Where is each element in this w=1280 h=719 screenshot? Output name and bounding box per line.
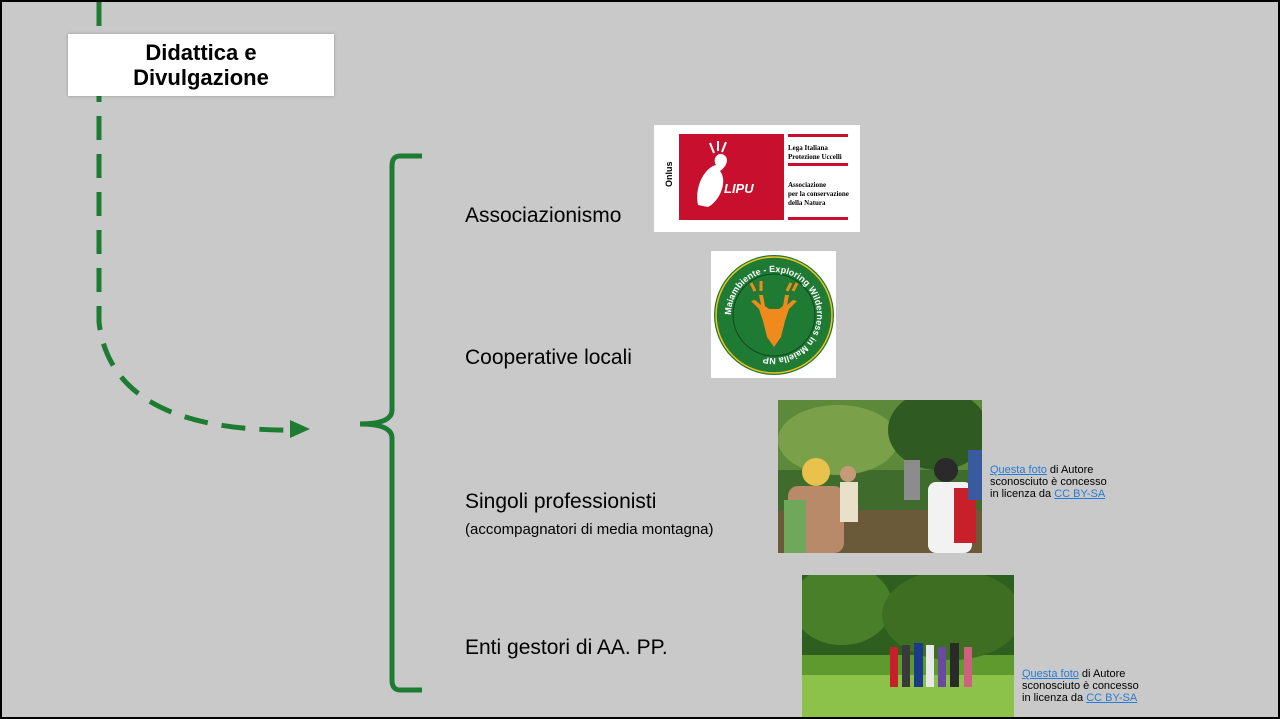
lipu-line5: della Natura bbox=[788, 199, 826, 207]
arrowhead-icon bbox=[290, 420, 310, 438]
item-associazionismo: Associazionismo bbox=[465, 204, 622, 227]
lipu-logo-graphic: Onlus LIPU Lega Italiana Protezione Ucce… bbox=[664, 134, 849, 220]
section-title-text: Didattica e Divulgazione bbox=[133, 40, 269, 90]
photo-credit-1-link[interactable]: Questa foto bbox=[990, 464, 1047, 476]
photo-credit-1-text2: sconosciuto è concesso bbox=[990, 476, 1107, 488]
lipu-line4: per la conservazione bbox=[788, 190, 849, 198]
hoopoe-crest-icon bbox=[709, 141, 727, 154]
photo-credit-2-link[interactable]: Questa foto bbox=[1022, 668, 1079, 680]
photo-credit-2-text2: sconosciuto è concesso bbox=[1022, 680, 1139, 692]
cooperative-logo: Maiambiente - Exploring Wilderness in Ma… bbox=[711, 251, 836, 378]
photo-credit-2-text1: di Autore bbox=[1078, 668, 1126, 680]
lipu-logo: Onlus LIPU Lega Italiana Protezione Ucce… bbox=[654, 125, 860, 232]
curly-brace bbox=[359, 153, 422, 693]
photo-credit-2-text3: in licenza da bbox=[1022, 692, 1087, 704]
photo-professionisti bbox=[778, 400, 982, 553]
photo-credit-2: Questa foto di Autore sconosciuto è conc… bbox=[1022, 668, 1162, 704]
lipu-side-text: Onlus bbox=[664, 161, 674, 187]
hoopoe-bird-icon bbox=[697, 153, 727, 207]
item-enti-gestori: Enti gestori di AA. PP. bbox=[465, 636, 668, 659]
yellow-cap-icon bbox=[802, 458, 830, 486]
item-professionisti: Singoli professionisti bbox=[465, 490, 657, 513]
photo-enti-gestori bbox=[802, 575, 1014, 717]
photo-credit-1: Questa foto di Autore sconosciuto è conc… bbox=[990, 464, 1130, 500]
deer-head-icon bbox=[751, 295, 797, 347]
photo-credit-1-text1: di Autore bbox=[1046, 464, 1094, 476]
cooperative-logo-graphic: Maiambiente - Exploring Wilderness in Ma… bbox=[714, 255, 834, 375]
lipu-line1: Lega Italiana bbox=[788, 144, 828, 152]
lipu-line3: Associazione bbox=[788, 181, 826, 189]
photo-credit-1-license-link[interactable]: CC BY-SA bbox=[1054, 488, 1106, 500]
photo-credit-1-text3: in licenza da bbox=[990, 488, 1055, 500]
item-cooperative: Cooperative locali bbox=[465, 346, 632, 369]
photo-credit-2-license-link[interactable]: CC BY-SA bbox=[1086, 692, 1138, 704]
lipu-line2: Protezione Uccelli bbox=[788, 153, 842, 161]
lipu-brand: LIPU bbox=[724, 181, 754, 196]
section-title: Didattica e Divulgazione bbox=[68, 34, 334, 96]
item-professionisti-note: (accompagnatori di media montagna) bbox=[465, 521, 714, 538]
